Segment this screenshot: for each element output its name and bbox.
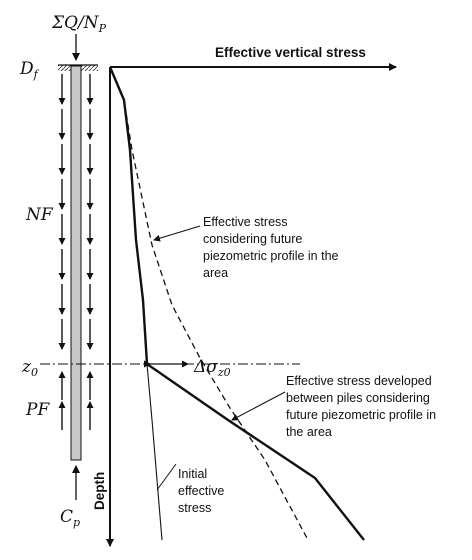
developed-annotation: Effective stress developed between piles…: [286, 374, 440, 439]
future-annotation-leader: [153, 225, 201, 242]
developed-stress-curve: [108, 66, 365, 541]
friction-arrows: [58, 74, 94, 430]
pf-label: PF: [25, 400, 50, 420]
y-axis-title: Depth: [92, 472, 107, 510]
cp-label: Cp: [60, 507, 80, 529]
pile: [70, 65, 82, 461]
x-axis-title: Effective vertical stress: [215, 45, 366, 60]
df-label: Df: [19, 59, 40, 81]
initial-annotation: Initial effective stress: [178, 467, 228, 515]
delta-sigma-label: Δσz0: [193, 357, 231, 379]
initial-annotation-leader: [156, 463, 177, 491]
initial-stress-curve: [109, 66, 163, 541]
future-annotation: Effective stress considering future piez…: [203, 215, 342, 280]
load-label: ΣQ/NP: [51, 13, 107, 35]
developed-annotation-leader: [231, 391, 286, 421]
nf-label: NF: [25, 205, 54, 225]
z0-label: z0: [21, 357, 38, 379]
